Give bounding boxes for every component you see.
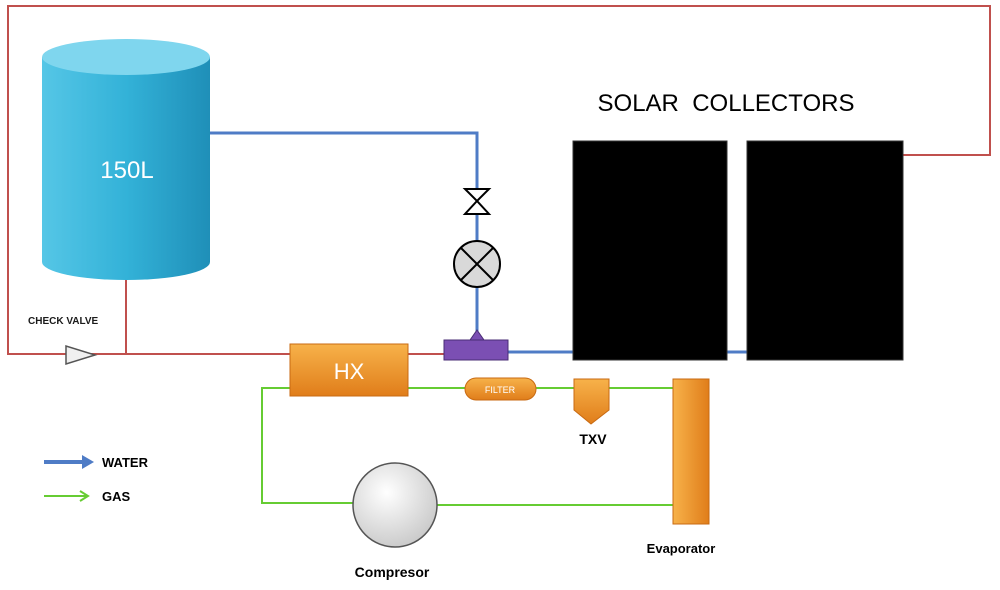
filter-label: FILTER	[485, 385, 516, 395]
legend-water-arrow-icon	[82, 455, 94, 469]
compressor	[352, 462, 438, 548]
txv-label: TXV	[579, 431, 607, 447]
evaporator-label: Evaporator	[647, 541, 716, 556]
evaporator	[672, 378, 710, 525]
heat-exchanger	[289, 343, 409, 397]
water-supply-pipe	[208, 131, 479, 338]
hx-label: HX	[334, 359, 365, 384]
return-pipe	[7, 5, 991, 355]
check-valve-icon	[65, 344, 98, 366]
solar-collector-panel-1	[572, 140, 728, 361]
gas-line-hx-compressor	[261, 387, 353, 504]
check-valve-label: CHECK VALVE	[28, 316, 99, 327]
legend-gas-label: GAS	[102, 489, 131, 504]
expansion-valve	[573, 378, 610, 425]
pump-icon	[453, 240, 501, 288]
compressor-label: Compresor	[355, 564, 430, 580]
solar-collector-panel-2	[746, 140, 904, 361]
legend-water-label: WATER	[102, 455, 149, 470]
legend: WATER GAS	[44, 455, 149, 504]
solar-collectors-title: SOLAR COLLECTORS	[598, 90, 855, 117]
legend-gas-arrow-icon	[79, 490, 90, 502]
storage-tank	[42, 39, 210, 280]
gate-valve-icon	[462, 188, 492, 215]
tank-label: 150L	[100, 157, 153, 184]
filter	[464, 377, 537, 401]
tee-fitting-icon	[443, 329, 509, 361]
